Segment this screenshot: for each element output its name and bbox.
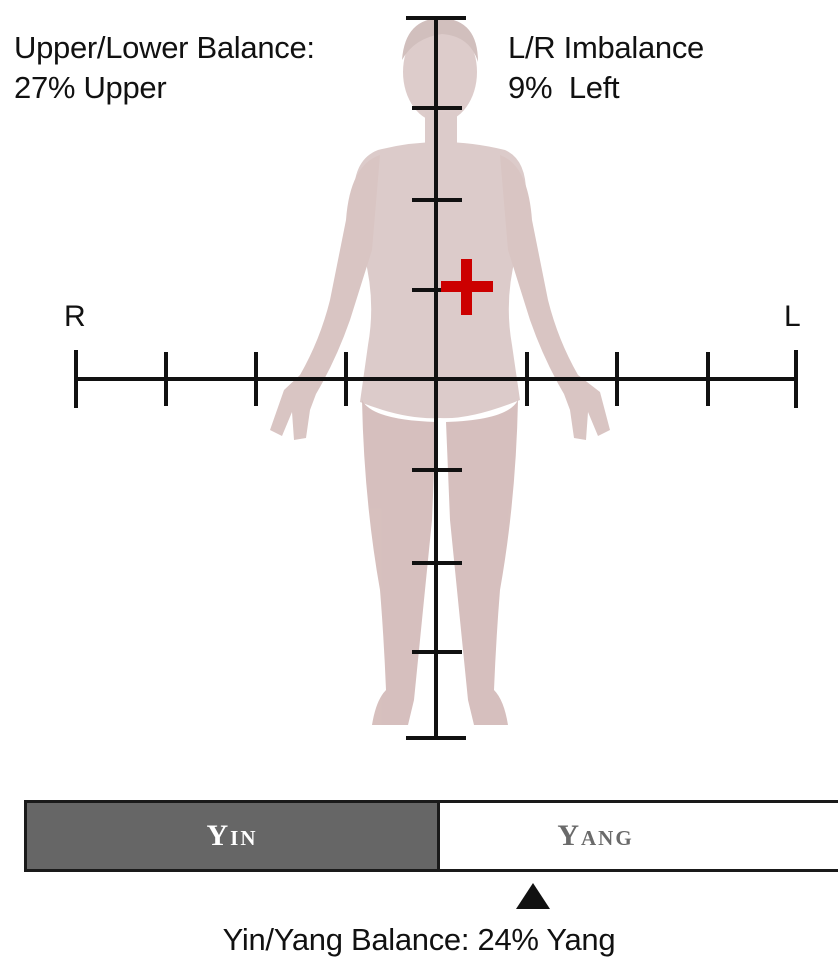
yin-label: Yin xyxy=(206,819,257,853)
yin-yang-bar: Yin Yang xyxy=(24,800,838,872)
yang-segment: Yang xyxy=(440,803,838,869)
yin-yang-caption: Yin/Yang Balance: 24% Yang xyxy=(0,922,838,958)
yin-yang-pointer-icon xyxy=(516,883,550,909)
yang-label: Yang xyxy=(557,819,633,853)
body-silhouette xyxy=(270,18,610,725)
left-side-label: L xyxy=(784,300,801,334)
yin-segment: Yin xyxy=(27,803,440,869)
right-side-label: R xyxy=(64,300,86,334)
body-balance-diagram xyxy=(0,0,838,790)
